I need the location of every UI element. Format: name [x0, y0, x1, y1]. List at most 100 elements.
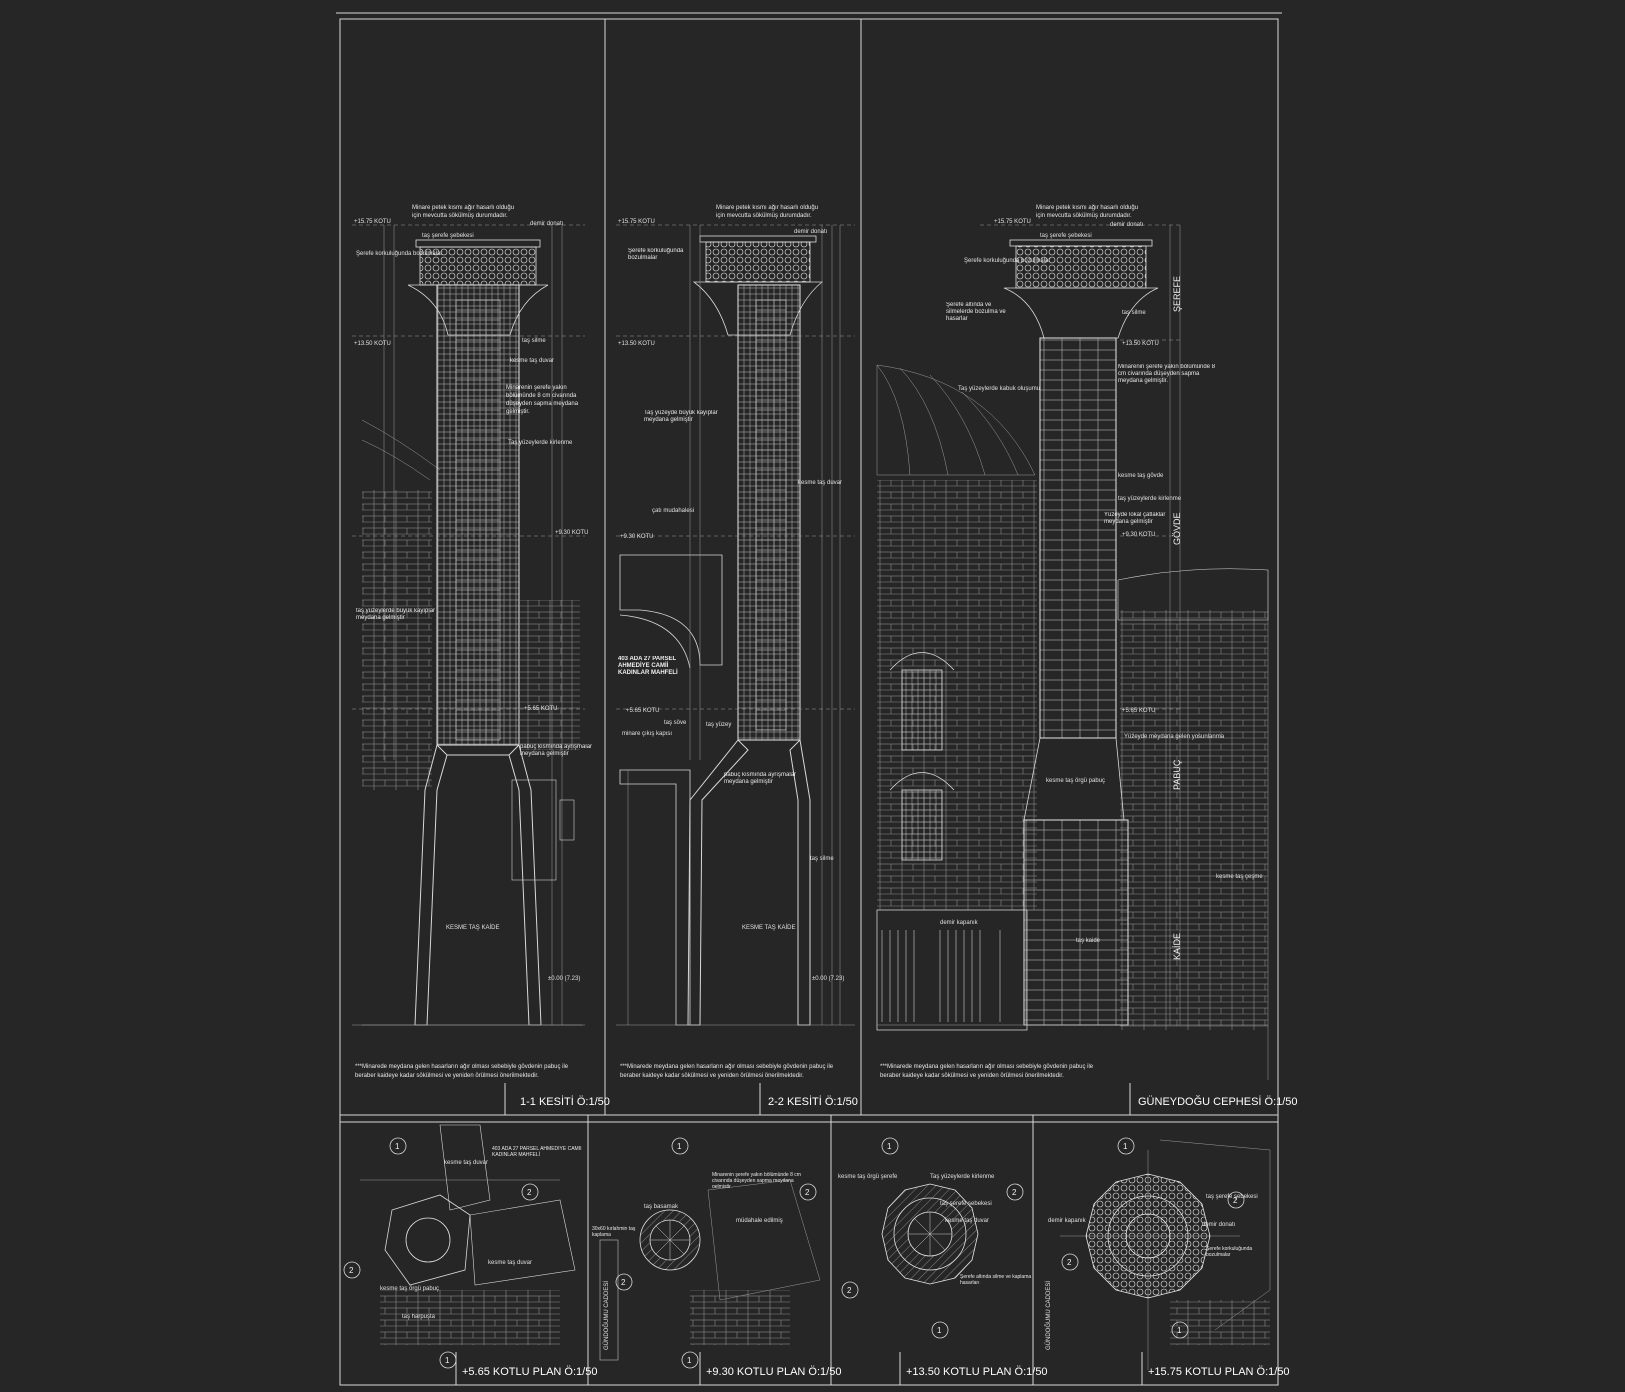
s3-label-stone-body: kesme taş gövde — [1118, 473, 1164, 479]
plan-565: 1 2 2 1 kesme taş duvar 403 ADA 27 PARSE… — [343, 1124, 597, 1385]
s3-label-lattice: taş şerefe şebekesi — [1040, 233, 1092, 239]
s2-label-railing: Şerefe korkuluğunda bozulmalar — [628, 248, 684, 261]
plan4-title: +15.75 KOTLU PLAN Ö:1/50 — [1148, 1366, 1290, 1378]
plan4-label-railing: Şerefe korkuluğunda bozulmalar — [1206, 1246, 1253, 1258]
plan3-marker-2b: 2 — [1012, 1188, 1017, 1197]
s2-level-000: ±0.00 (7.23) — [812, 976, 844, 982]
plan3-label-lattice: taş şerefe şebekesi — [940, 1201, 992, 1207]
plan2-marker-1b: 1 — [687, 1356, 692, 1365]
s2-label-parcel: 403 ADA 27 PARSEL AHMEDİYE CAMİİ KADINLA… — [618, 656, 678, 676]
plan4-label-iron: demir kapanık — [1048, 1218, 1087, 1224]
s1-level-1575: +15.75 KOTU — [354, 219, 391, 225]
s3-label-rebar: demir donatı — [1110, 222, 1144, 228]
s1-label-railing: Şerefe korkuluğunda bozulmalar — [356, 251, 442, 257]
plan2-title: +9.30 KOTLU PLAN Ö:1/50 — [706, 1366, 841, 1378]
s1-label-pabuc: pabuç kısmında ayrışmalar meydana gelmiş… — [520, 744, 593, 757]
southeast-elevation-annotations: Minare petek kısmı ağır hasarlı olduğu i… — [880, 205, 1298, 1115]
s3-label-under-balcony: Şerefe altında ve silmelerde bozulma ve … — [946, 302, 1006, 322]
plan1-marker-1: 1 — [395, 1142, 400, 1151]
s2-title: 2-2 KESİTİ Ö:1/50 — [768, 1095, 858, 1108]
s1-label-loss: taş yüzeylerde büyük kayıplar meydana ge… — [356, 608, 436, 621]
s3-level-1350: +13.50 KOTU — [1122, 341, 1159, 347]
s3-level-565: +5.65 KOTU — [1122, 708, 1156, 714]
s3-label-fountain: kesme taş çeşme — [1216, 874, 1263, 880]
plan1-marker-1b: 1 — [445, 1356, 450, 1365]
section-2-annotations: Minare petek kısmı ağır hasarlı olduğu i… — [618, 205, 858, 1115]
s1-footnote-2: beraber kaideye kadar sökülmesi ve yenid… — [355, 1073, 539, 1079]
s1-top-note-2: için mevcutta sökülmüş durumdadır. — [412, 213, 508, 219]
balcony-lattice-3 — [1015, 245, 1147, 289]
s1-label-moulding: taş silme — [522, 338, 546, 344]
plan1-label-parcel: 403 ADA 27 PARSEL AHMEDİYE CAMİİ KADINLA… — [492, 1146, 582, 1158]
plan1-label-pabuc: kesme taş örgü pabuç — [380, 1286, 439, 1292]
plan2-marker-2b: 2 — [621, 1278, 626, 1287]
plan3-marker-1b: 1 — [937, 1326, 942, 1335]
section-2-2 — [616, 224, 855, 1026]
plan4-marker-2: 2 — [1233, 1196, 1238, 1205]
s1-label-soiling: Taş yüzeylerde kirlenme — [508, 440, 573, 446]
s2-level-1575: +15.75 KOTU — [618, 219, 655, 225]
plan4-marker-2b: 2 — [1067, 1258, 1072, 1267]
plan2-label-step: taş basamak — [644, 1204, 679, 1210]
s2-label-door: minare çıkış kapısı — [622, 731, 672, 737]
plan-1575: 1 2 2 1 taş şerefe şebekesi demir kapanı… — [1045, 1137, 1290, 1385]
s2-top-note-1: Minare petek kısmı ağır hasarlı olduğu — [716, 205, 818, 211]
plan3-label-soiling: Taş yüzeylerde kirlenme — [930, 1174, 995, 1180]
s3-level-930: +9.30 KOTU — [1122, 532, 1156, 538]
plan3-marker-1: 1 — [887, 1142, 892, 1151]
section-1-annotations: Minare petek kısmı ağır hasarlı olduğu i… — [354, 205, 610, 1115]
s2-footnote-2: beraber kaideye kadar sökülmesi ve yenid… — [620, 1073, 804, 1079]
plan1-label-wall2: kesme taş duvar — [488, 1260, 532, 1266]
s3-footnote-1: ***Minarede meydana gelen hasarların ağı… — [880, 1064, 1094, 1070]
s3-zone-govde: GÖVDE — [1172, 512, 1182, 545]
s2-label-pabuc: pabuç kısmında ayrışmalar meydana gelmiş… — [724, 772, 797, 785]
s1-label-tilt: Minarenin şerefe yakın bölümünde 8 cm ci… — [506, 385, 579, 415]
s2-level-1350: +13.50 KOTU — [618, 341, 655, 347]
s3-zone-serefe: ŞEREFE — [1172, 276, 1182, 312]
plan2-label-paving: 30x60 kırlahmin taş kaplama — [592, 1226, 636, 1238]
s2-label-loss: Taş yüzeyde büyük kayıplar meydana gelmi… — [644, 410, 718, 423]
plan4-marker-1b: 1 — [1177, 1326, 1182, 1335]
s1-label-base: KESME TAŞ KAİDE — [446, 924, 499, 931]
s1-level-565: +5.65 KOTU — [524, 706, 558, 712]
plan1-title: +5.65 KOTLU PLAN Ö:1/50 — [462, 1366, 597, 1378]
balcony-lattice-2 — [705, 241, 811, 283]
plan1-label-wall: kesme taş duvar — [444, 1160, 488, 1166]
s3-label-pabuc: kesme taş örgü pabuç — [1046, 778, 1105, 784]
s1-label-lattice: taş şerefe şebekesi — [422, 233, 474, 239]
s2-label-roof: çatı mudahalesi — [652, 508, 694, 514]
plan2-marker-1: 1 — [677, 1142, 682, 1151]
plan1-marker-2: 2 — [527, 1188, 532, 1197]
s3-label-crust: Taş yüzeylerde kabuk oluşumu — [958, 386, 1040, 392]
s2-label-surface: taş yüzey — [706, 722, 731, 728]
plan4-label-street: GÜNDOĞUMU CADDESİ — [1045, 1281, 1052, 1350]
s3-zone-pabuc: PABUÇ — [1172, 759, 1182, 790]
s3-zone-kaide: KAİDE — [1172, 933, 1182, 960]
s3-label-iron-shutter: demir kapanık — [940, 920, 979, 926]
plan3-marker-2: 2 — [847, 1286, 852, 1295]
s2-label-wall: kesme taş duvar — [798, 480, 842, 486]
section-1-1 — [352, 224, 585, 1026]
southeast-elevation — [876, 224, 1269, 1080]
s3-label-moulding: taş silme — [1122, 310, 1146, 316]
s3-top-note-2: için mevcutta sökülmüş durumdadır. — [1036, 213, 1132, 219]
plan2-label-intervened: müdahale edilmiş — [736, 1218, 783, 1224]
plan3-label-wall: kesme taş duvar — [945, 1218, 989, 1224]
plan4-label-rebar: demir donatı — [1202, 1222, 1236, 1228]
s1-label-wall: kesme taş duvar — [510, 358, 554, 364]
s2-level-930: +9.30 KOTU — [620, 534, 654, 540]
s3-label-cracks: Yüzeyde lokal çatlaklar meydana gelmişti… — [1104, 512, 1166, 525]
s2-label-rebar: demir donatı — [794, 229, 828, 235]
s3-level-1575: +15.75 KOTU — [994, 219, 1031, 225]
s1-footnote-1: ***Minarede meydana gelen hasarların ağı… — [355, 1064, 569, 1070]
s2-level-565: +5.65 KOTU — [626, 708, 660, 714]
plan1-marker-2b: 2 — [349, 1266, 354, 1275]
plan-1350: 1 2 2 1 kesme taş örgü şerefe Taş yüzeyl… — [838, 1137, 1048, 1385]
plan-930: 1 2 2 1 Minarenin şerefe yakın bölümünde… — [592, 1137, 841, 1385]
s1-level-930: +9.30 KOTU — [555, 530, 589, 536]
s3-label-moss: Yüzeyde meydana gelen yosunlanma — [1124, 734, 1225, 740]
s1-label-rebar: demir donatı — [530, 221, 564, 227]
plan2-label-street: GÜNDOĞUMU CADDESİ — [603, 1281, 610, 1350]
s2-top-note-2: için mevcutta sökülmüş durumdadır. — [716, 213, 812, 219]
